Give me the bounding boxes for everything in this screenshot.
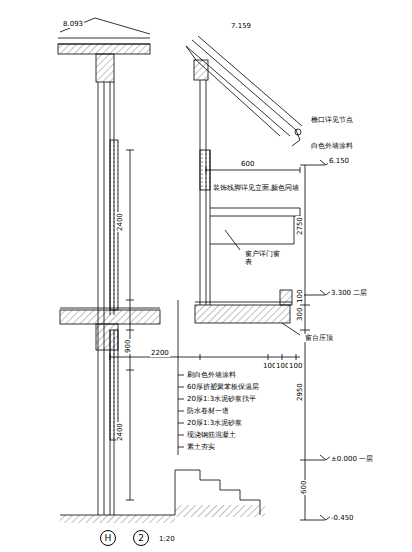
drawing-label: 2200 [150,349,170,357]
drawing-label: 20厚1:3水泥砂浆找平 [186,395,257,403]
drawing-label: 窗户详门窗表 [244,250,286,266]
drawing-label: 窗台压顶 [304,334,334,342]
drawing-label: 3.300 二层 [330,289,368,297]
drawing-label: 600 [300,479,308,494]
circle-text: H [105,533,112,543]
drawing-label: 900 [124,338,132,353]
drawing-label: -0.450 [330,514,355,522]
drawing-label: 白色外墙涂料 [310,142,354,150]
circle-text: 2 [138,533,144,543]
drawing-label: 60厚挤塑聚苯板保温层 [186,383,260,391]
drawing-label: 1:20 [158,535,176,543]
drawing-label: 2950 [296,382,304,402]
drawing-label: 7.159 [230,22,252,30]
drawing-label: 20厚1:3水泥砂浆 [186,419,243,427]
drawing-label: 素土夯实 [186,443,216,451]
drawing-label: 300 [296,306,304,321]
grid-circle: H [100,530,116,546]
drawing-label: ±0.000 一层 [330,455,374,463]
grid-circle: 2 [133,530,149,546]
drawing-label: 防水卷材一道 [186,407,230,415]
drawing-label: 600 [240,160,255,168]
drawing-label: 2400 [116,212,124,232]
drawing-label: 100 [296,288,304,303]
drawing-label: 8.093 [62,20,84,28]
drawing-label: 檐口详见节点 [310,116,354,124]
drawing-label: 6.150 [328,157,350,165]
drawing-label: 现浇钢筋混凝土 [186,431,237,439]
drawing-label: 刷白色外墙涂料 [186,371,237,379]
drawing-label: 2750 [296,216,304,236]
drawing-label: 2400 [116,422,124,442]
drawing-label: 100 [288,362,303,370]
drawing-label: 装饰线脚详见立面,颜色同墙 [212,184,300,192]
